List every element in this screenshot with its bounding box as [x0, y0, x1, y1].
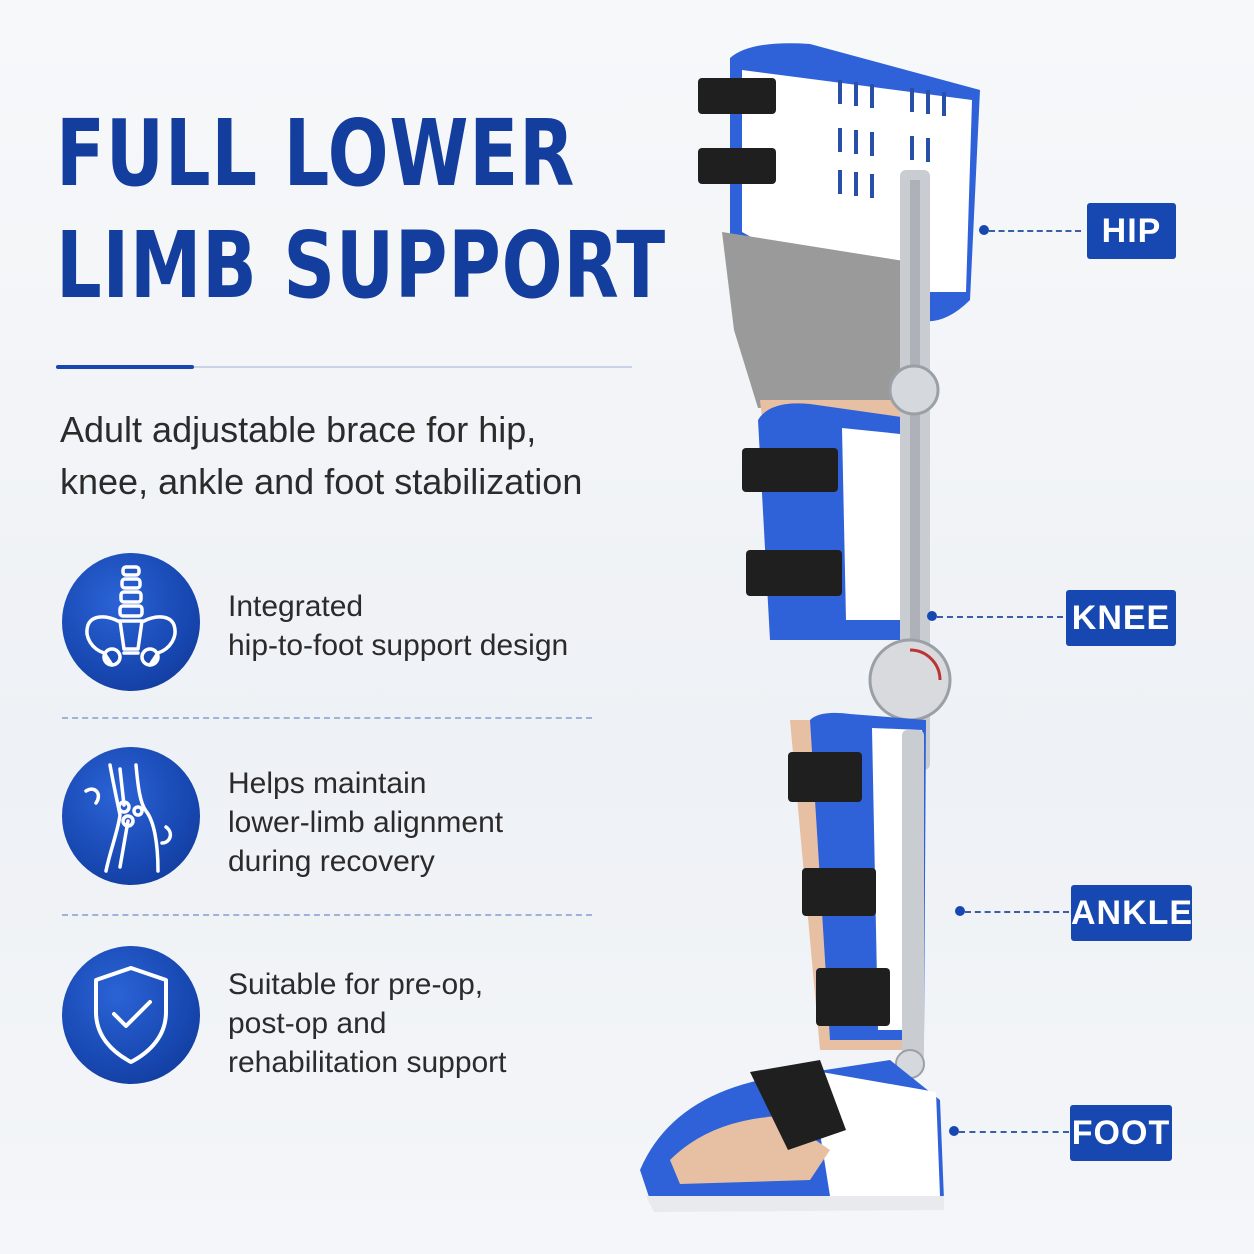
hip-label: HIP: [1087, 203, 1176, 259]
foot-label: FOOT: [1070, 1105, 1172, 1161]
product-photo-leg-brace: [640, 43, 980, 1212]
subtitle: Adult adjustable brace for hip, knee, an…: [60, 404, 680, 508]
knee-leader-line: [937, 616, 1063, 618]
feature-suitability: Suitable for pre-op, post-op and rehabil…: [228, 965, 628, 1082]
ankle-pointer-dot: [955, 906, 965, 916]
feature-divider-1: [62, 717, 592, 719]
feature-1-line-2: hip-to-foot support design: [228, 629, 569, 662]
feature-1-line-1: Integrated: [228, 590, 364, 623]
feature-2-line-2: lower-limb alignment: [228, 806, 504, 839]
feature-integrated: Integrated hip-to-foot support design: [228, 587, 628, 665]
hip-pointer-dot: [979, 225, 989, 235]
foot-pointer-dot: [949, 1126, 959, 1136]
ankle-leader-line: [965, 911, 1069, 913]
knee-pointer-dot: [927, 611, 937, 621]
feature-alignment: Helps maintain lower-limb alignment duri…: [228, 764, 628, 881]
subtitle-line-1: Adult adjustable brace for hip,: [60, 409, 537, 450]
knee-joint-icon: [62, 747, 200, 885]
subtitle-line-2: knee, ankle and foot stabilization: [60, 461, 583, 502]
pelvis-spine-icon: [62, 553, 200, 691]
headline-line-2: LIMB SUPPORT: [56, 212, 667, 319]
hip-leader-line: [989, 230, 1081, 232]
feature-3-line-1: Suitable for pre-op,: [228, 968, 484, 1001]
ankle-label: ANKLE: [1071, 885, 1192, 941]
foot-leader-line: [959, 1131, 1069, 1133]
headline-divider: [56, 366, 632, 368]
shield-check-icon: [62, 946, 200, 1084]
feature-divider-2: [62, 914, 592, 916]
feature-3-line-2: post-op and: [228, 1007, 387, 1040]
feature-3-line-3: rehabilitation support: [228, 1046, 507, 1079]
headline-divider-accent: [56, 365, 194, 369]
knee-label: KNEE: [1066, 590, 1176, 646]
feature-2-line-1: Helps maintain: [228, 767, 427, 800]
headline: FULL LOWER LIMB SUPPORT: [56, 98, 666, 322]
headline-line-1: FULL LOWER: [56, 100, 576, 207]
feature-2-line-3: during recovery: [228, 845, 435, 878]
